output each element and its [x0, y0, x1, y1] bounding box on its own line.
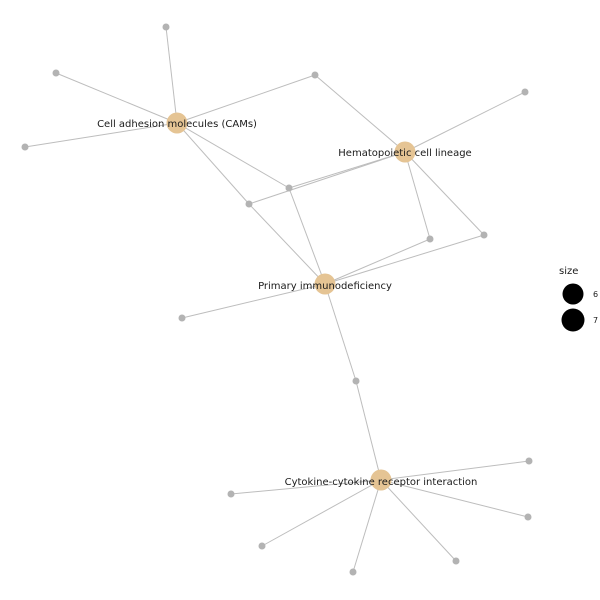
edge-7 — [404, 91, 526, 153]
gene-node-10 — [352, 377, 360, 385]
edge-3 — [176, 74, 316, 124]
gene-node-1 — [52, 69, 60, 77]
edge-21 — [380, 479, 529, 518]
edge-23 — [352, 479, 382, 573]
edge-13 — [248, 203, 326, 285]
gene-node-12 — [227, 490, 235, 498]
category-node-layer — [166, 112, 416, 491]
category-node-cams — [166, 112, 188, 134]
legend-label-size-7: 7 — [593, 316, 598, 325]
edge-4 — [176, 122, 290, 189]
edge-0 — [165, 26, 178, 124]
edge-10 — [404, 151, 431, 240]
gene-node-7 — [426, 235, 434, 243]
label-layer: Cell adhesion molecules (CAMs) Hematopoi… — [97, 119, 477, 488]
legend-title: size — [559, 266, 578, 277]
edge-6 — [314, 74, 406, 153]
edge-14 — [324, 238, 431, 285]
gene-node-6 — [245, 200, 253, 208]
category-node-primary-immunodeficiency — [314, 273, 336, 295]
edge-5 — [176, 122, 250, 205]
edge-24 — [380, 479, 457, 562]
edge-11 — [404, 151, 485, 236]
gene-node-16 — [452, 557, 460, 565]
edge-9 — [248, 151, 406, 205]
legend-label-size-6: 6 — [593, 290, 598, 299]
edge-16 — [181, 283, 326, 319]
gene-node-11 — [525, 457, 533, 465]
gene-node-8 — [480, 231, 488, 239]
edge-15 — [324, 234, 485, 285]
edge-18 — [355, 380, 382, 481]
category-node-hematopoietic — [394, 141, 416, 163]
edge-1 — [55, 72, 178, 124]
edge-12 — [288, 187, 326, 285]
size-legend: size 6 7 — [559, 266, 598, 332]
edge-17 — [324, 283, 357, 382]
category-label-hematopoietic: Hematopoietic cell lineage — [338, 148, 471, 159]
edge-20 — [230, 479, 382, 495]
edge-layer — [24, 26, 530, 573]
gene-node-9 — [178, 314, 186, 322]
edge-22 — [261, 479, 382, 547]
gene-node-3 — [311, 71, 319, 79]
gene-node-2 — [21, 143, 29, 151]
gene-node-13 — [524, 513, 532, 521]
legend-dot-size-6 — [562, 283, 584, 305]
gene-node-5 — [285, 184, 293, 192]
gene-node-4 — [521, 88, 529, 96]
category-label-cams: Cell adhesion molecules (CAMs) — [97, 119, 257, 130]
gene-node-15 — [349, 568, 357, 576]
legend-dot-size-7 — [561, 308, 585, 332]
edge-2 — [24, 122, 178, 148]
gene-node-layer — [21, 23, 533, 576]
category-label-cytokine: Cytokine-cytokine receptor interaction — [285, 477, 478, 488]
edge-19 — [380, 460, 530, 481]
category-node-cytokine — [370, 469, 392, 491]
category-label-primary-immunodeficiency: Primary immunodeficiency — [258, 281, 392, 292]
gene-node-14 — [258, 542, 266, 550]
gene-node-0 — [162, 23, 170, 31]
